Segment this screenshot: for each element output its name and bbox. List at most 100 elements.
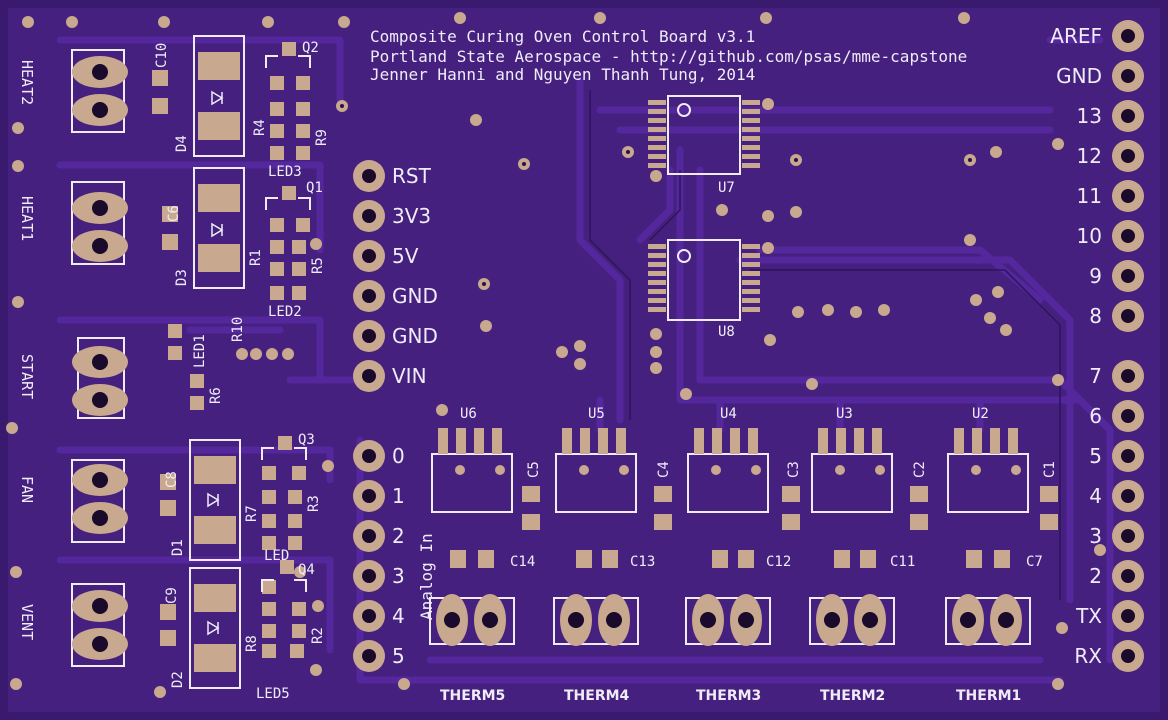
chip-pin <box>648 118 666 123</box>
chip-pin <box>742 100 760 105</box>
digital-pin-label: 8 <box>1089 304 1102 328</box>
d3-label: D3 <box>174 269 190 286</box>
analog-pin-label: 0 <box>392 444 405 468</box>
digital-pin-label: 7 <box>1089 364 1102 388</box>
therm-housing <box>809 597 895 645</box>
r8-label: R8 <box>244 635 260 652</box>
chip-pin <box>1008 428 1018 454</box>
chip-pin <box>648 244 666 249</box>
c13-label: C13 <box>630 554 655 570</box>
header-hole <box>1121 489 1135 503</box>
header-hole <box>1121 529 1135 543</box>
u2-label: U2 <box>972 406 989 422</box>
chip-u7-u8 <box>648 95 760 321</box>
chip-pin <box>648 289 666 294</box>
board-authors: Jenner Hanni and Nguyen Thanh Tung, 2014 <box>370 65 755 84</box>
chip-pin <box>742 163 760 168</box>
chip-pin <box>872 428 882 454</box>
header-hole <box>362 529 376 543</box>
chip-pin <box>742 262 760 267</box>
r9-label: R9 <box>314 129 330 146</box>
chip-pin <box>562 428 572 454</box>
chip-pin <box>712 428 722 454</box>
led1-label: LED1 <box>192 334 208 368</box>
chip-outline <box>687 453 769 513</box>
left-terminals <box>71 49 128 667</box>
therm-label: THERM3 <box>696 688 761 704</box>
digital-pin-label: 6 <box>1089 404 1102 428</box>
therm-housing <box>429 597 515 645</box>
chip-pin <box>836 428 846 454</box>
analog-in-label: Analog In <box>417 533 436 620</box>
u3-label: U3 <box>836 406 853 422</box>
heat2-label: HEAT2 <box>18 60 36 105</box>
u4-label: U4 <box>720 406 737 422</box>
header-hole <box>1121 409 1135 423</box>
header-hole <box>362 489 376 503</box>
r3-label: R3 <box>306 495 322 512</box>
board-title: Composite Curing Oven Control Board v3.1 <box>370 27 755 46</box>
therm-hole <box>700 612 716 628</box>
chip-pin <box>616 428 626 454</box>
header-hole <box>1121 149 1135 163</box>
d1-label: D1 <box>170 539 186 556</box>
d4-label: D4 <box>174 135 190 152</box>
power-pin-label: 5V <box>392 244 419 268</box>
digital-pin-label: AREF <box>1050 24 1102 48</box>
therm-hole <box>482 612 498 628</box>
chip-pin <box>954 428 964 454</box>
chip-pin <box>854 428 864 454</box>
chip-outline <box>947 453 1029 513</box>
header-hole <box>1121 189 1135 203</box>
c6-label: C6 <box>166 205 182 222</box>
vent-label: VENT <box>18 604 36 640</box>
c3-label: C3 <box>786 461 802 478</box>
chip-pin <box>730 428 740 454</box>
header-hole <box>1121 269 1135 283</box>
r5-label: R5 <box>310 257 326 274</box>
smd-pads <box>152 42 310 658</box>
therm-label: THERM2 <box>820 688 885 704</box>
q2-label: Q2 <box>302 40 319 56</box>
via-layer <box>6 12 1106 698</box>
therm-label: THERM4 <box>564 688 630 704</box>
chip-thermo-amps <box>431 428 1029 513</box>
power-pin-label: VIN <box>392 364 427 388</box>
header-hole <box>362 209 376 223</box>
led5-label: LED5 <box>256 686 290 702</box>
u6-label: U6 <box>460 406 477 422</box>
r4-label: R4 <box>252 119 268 136</box>
chip-pin <box>742 307 760 312</box>
chip-pin <box>742 145 760 150</box>
fan-label: FAN <box>18 476 36 503</box>
digital-pin-label: 4 <box>1089 484 1102 508</box>
therm-housing <box>685 597 771 645</box>
power-header-pins <box>353 160 385 392</box>
chip-pin <box>648 271 666 276</box>
chip-pin <box>648 109 666 114</box>
header-hole <box>1121 609 1135 623</box>
u7-label: U7 <box>718 180 735 196</box>
chip-pin <box>648 307 666 312</box>
analog-pin-label: 4 <box>392 604 405 628</box>
chip-pin <box>742 280 760 285</box>
trace-layer <box>56 36 1114 684</box>
cap-pads <box>450 486 1058 568</box>
therm-housing <box>553 597 639 645</box>
c12-label: C12 <box>766 554 791 570</box>
chip-pin <box>972 428 982 454</box>
header-hole <box>1121 29 1135 43</box>
chip-pin <box>648 127 666 132</box>
c7-label: C7 <box>1026 554 1043 570</box>
header-hole <box>362 169 376 183</box>
c5-label: C5 <box>526 461 542 478</box>
chip-pin <box>648 298 666 303</box>
digital-header-pins <box>1112 20 1144 672</box>
r10-label: R10 <box>230 317 246 342</box>
digital-pin-label: RX <box>1074 644 1102 668</box>
chip-outline <box>431 453 513 513</box>
therm-hole <box>998 612 1014 628</box>
thermocouple-connectors <box>429 594 1031 646</box>
q4-label: Q4 <box>298 562 315 578</box>
header-hole <box>1121 109 1135 123</box>
